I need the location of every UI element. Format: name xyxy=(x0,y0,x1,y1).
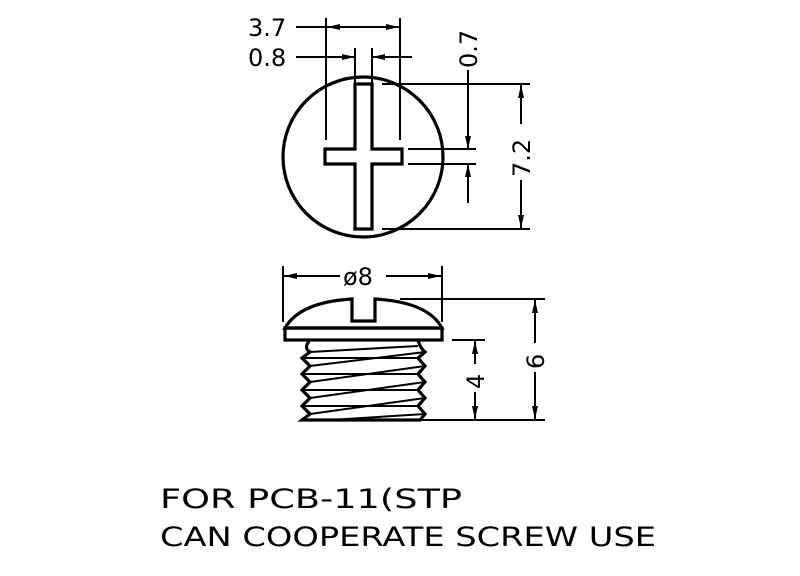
dimension-7-2: 7.2 xyxy=(382,83,536,230)
top-view: 3.7 0.8 0.7 7.2 xyxy=(248,14,536,239)
dim-label: 7.2 xyxy=(508,139,536,177)
dimension-diameter-8: ø8 xyxy=(282,263,443,322)
note-line-2: CAN COOPERATE SCREW USE xyxy=(160,522,656,553)
dim-label: 3.7 xyxy=(248,14,286,42)
cross-slot xyxy=(323,82,404,231)
note-line-1: FOR PCB-11(STP xyxy=(160,484,462,515)
thread-profile xyxy=(297,338,428,422)
dimension-4: 4 xyxy=(415,339,545,421)
dim-label: 0.8 xyxy=(248,44,286,72)
thread-lines xyxy=(302,345,426,421)
dim-label: ø8 xyxy=(343,263,373,291)
dimension-0-7: 0.7 xyxy=(408,30,483,203)
screw-head-dome xyxy=(282,297,445,330)
screw-head-outline xyxy=(281,75,445,239)
dimension-0-8: 0.8 xyxy=(248,44,412,84)
screw-head-flange xyxy=(283,326,444,342)
side-view: ø8 4 6 xyxy=(282,263,550,422)
dimension-3-7: 3.7 xyxy=(248,14,401,140)
dim-label: 6 xyxy=(522,354,550,369)
dimension-6: 6 xyxy=(400,298,550,419)
dim-label: 4 xyxy=(462,374,490,389)
dim-label: 0.7 xyxy=(455,30,483,68)
